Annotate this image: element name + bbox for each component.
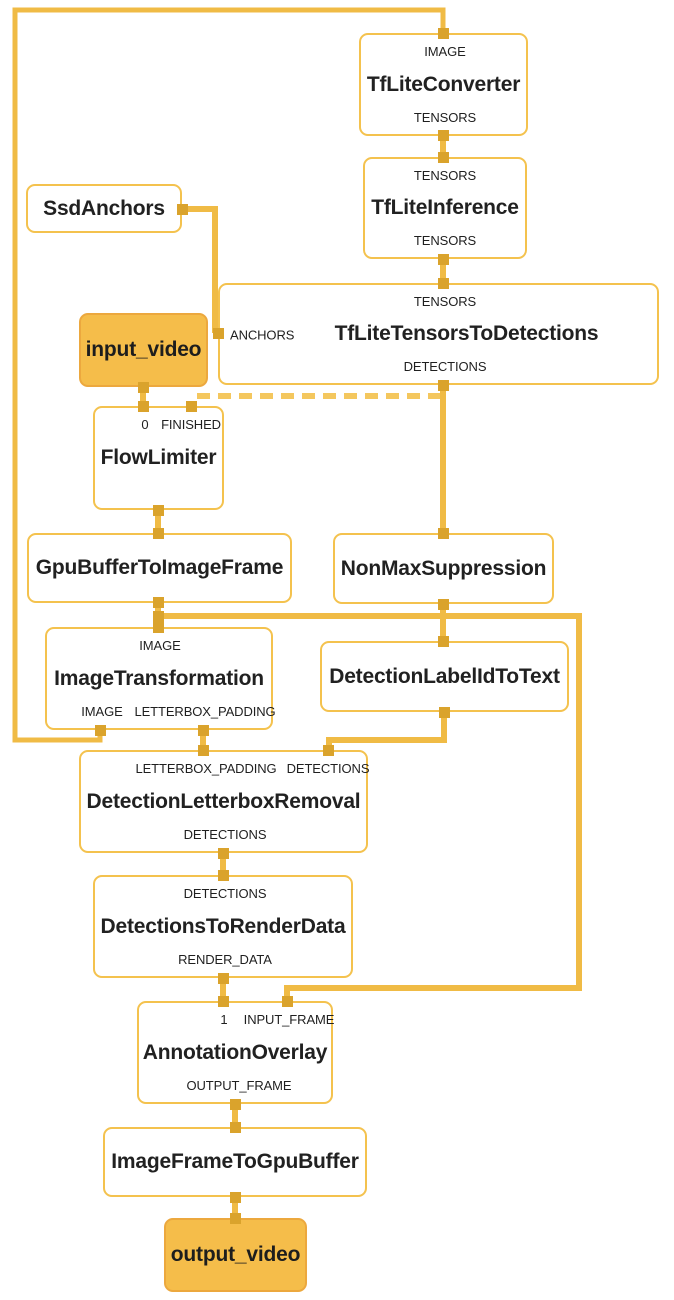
node-output-video[interactable]: output_video — [164, 1218, 307, 1292]
input-port-label: DETECTIONS — [183, 886, 267, 901]
node-title: TfLiteInference — [371, 196, 519, 219]
node-title: ImageTransformation — [54, 666, 264, 690]
side-port-label: ANCHORS — [230, 327, 295, 343]
port-labelidtotext-out — [438, 706, 450, 718]
node-title: SsdAnchors — [43, 196, 165, 220]
port-annotationoverlay-1-in — [217, 995, 229, 1007]
node-title: DetectionLetterboxRemoval — [86, 789, 361, 813]
node-ssd-anchors[interactable]: SsdAnchors — [26, 184, 182, 233]
edge-imageframe-to-annotationoverlay-inputframe — [158, 613, 582, 1001]
input-port-label: INPUT_FRAME — [243, 1012, 335, 1027]
port-tensorstodetections-detections-out — [437, 379, 449, 391]
node-input-video[interactable]: input_video — [79, 313, 208, 387]
port-imagetransformation-image-in — [152, 621, 164, 633]
port-detectionstorenderdata-out — [217, 972, 229, 984]
edge-image-loopback-to-tfliteconverter — [12, 7, 446, 743]
node-tflite-tensors-to-detections[interactable]: TfLiteTensorsToDetections TENSORS DETECTIO… — [218, 283, 659, 385]
node-title: FlowLimiter — [100, 446, 217, 469]
node-title: DetectionsToRenderData — [100, 914, 346, 938]
port-nonmaxsuppression-in — [437, 527, 449, 539]
node-title: NonMaxSuppression — [340, 556, 547, 580]
input-port-label: IMAGE — [139, 638, 181, 653]
port-gpubuffertoimageframe-in — [152, 527, 164, 539]
port-imageframetogpubuffer-out — [229, 1191, 241, 1203]
port-tfliteinference-tensors-out — [437, 253, 449, 265]
input-port-label: 1 — [220, 1012, 228, 1027]
output-port-label: IMAGE — [81, 704, 123, 719]
node-image-frame-to-gpu-buffer[interactable]: ImageFrameToGpuBuffer — [103, 1127, 367, 1197]
junction-imageframe-branch — [152, 610, 164, 622]
output-port-label: DETECTIONS — [403, 359, 487, 374]
port-labelidtotext-in — [437, 635, 449, 647]
port-flowlimiter-0-in — [137, 400, 149, 412]
output-port-label: DETECTIONS — [183, 827, 267, 842]
port-letterboxremoval-letterboxpadding-in — [197, 744, 209, 756]
node-title: output_video — [170, 1243, 301, 1266]
port-tensorstodetections-anchors-in — [212, 327, 224, 339]
input-port-label: TENSORS — [413, 294, 477, 309]
port-tfliteinference-tensors-in — [437, 151, 449, 163]
output-port-label: TENSORS — [413, 233, 477, 248]
port-flowlimiter-out — [152, 504, 164, 516]
node-title: input_video — [85, 338, 202, 361]
node-title: AnnotationOverlay — [142, 1040, 328, 1064]
port-letterboxremoval-detections-in — [322, 744, 334, 756]
node-non-max-suppression[interactable]: NonMaxSuppression — [333, 533, 554, 604]
node-title: TfLiteConverter — [366, 72, 521, 96]
port-outputvideo-in — [229, 1212, 241, 1224]
node-flow-limiter[interactable]: FlowLimiter 0 FINISHED — [93, 406, 224, 510]
output-port-label: TENSORS — [413, 110, 477, 125]
port-annotationoverlay-out — [229, 1098, 241, 1110]
node-title: ImageFrameToGpuBuffer — [111, 1150, 359, 1173]
input-port-label: IMAGE — [424, 44, 466, 59]
port-imagetransformation-image-out — [94, 724, 106, 736]
port-ssdanchors-out — [176, 203, 188, 215]
node-tflite-converter[interactable]: TfLiteConverter IMAGE TENSORS — [359, 33, 528, 136]
port-imageframetogpubuffer-in — [229, 1121, 241, 1133]
output-port-label: LETTERBOX_PADDING — [134, 704, 276, 719]
port-flowlimiter-finished-in — [185, 400, 197, 412]
port-gpubuffertoimageframe-out — [152, 596, 164, 608]
input-port-label: 0 — [141, 417, 149, 432]
port-imagetransformation-letterboxpadding-out — [197, 724, 209, 736]
node-detections-to-render-data[interactable]: DetectionsToRenderData DETECTIONS RENDER_D… — [93, 875, 353, 978]
input-port-label: FINISHED — [161, 417, 221, 432]
port-inputvideo-out — [137, 381, 149, 393]
node-title: DetectionLabelIdToText — [329, 664, 560, 688]
port-tfliteconverter-tensors-out — [437, 129, 449, 141]
node-gpu-buffer-to-image-frame[interactable]: GpuBufferToImageFrame — [27, 533, 292, 603]
port-tensorstodetections-tensors-in — [437, 277, 449, 289]
node-detection-label-id-to-text[interactable]: DetectionLabelIdToText — [320, 641, 569, 712]
node-title: TfLiteTensorsToDetections — [334, 322, 599, 345]
port-letterboxremoval-detections-out — [217, 847, 229, 859]
output-port-label: OUTPUT_FRAME — [186, 1078, 292, 1093]
port-detectionstorenderdata-in — [217, 869, 229, 881]
input-port-label: DETECTIONS — [286, 761, 370, 776]
port-annotationoverlay-inputframe-in — [281, 995, 293, 1007]
input-port-label: TENSORS — [413, 168, 477, 183]
port-tfliteconverter-image-in — [437, 27, 449, 39]
input-port-label: LETTERBOX_PADDING — [135, 761, 277, 776]
node-annotation-overlay[interactable]: AnnotationOverlay 1 INPUT_FRAME OUTPUT_FRAM… — [137, 1001, 335, 1104]
output-port-label: RENDER_DATA — [178, 952, 272, 967]
edge-labelidtotext-to-letterboxremoval-detections — [326, 712, 447, 750]
port-nonmaxsuppression-out — [437, 598, 449, 610]
node-title: GpuBufferToImageFrame — [35, 556, 284, 579]
edge-ssdanchors-to-anchors-input — [182, 206, 218, 333]
node-detection-letterbox-removal[interactable]: DetectionLetterboxRemoval LETTERBOX_PADDI… — [79, 750, 370, 853]
